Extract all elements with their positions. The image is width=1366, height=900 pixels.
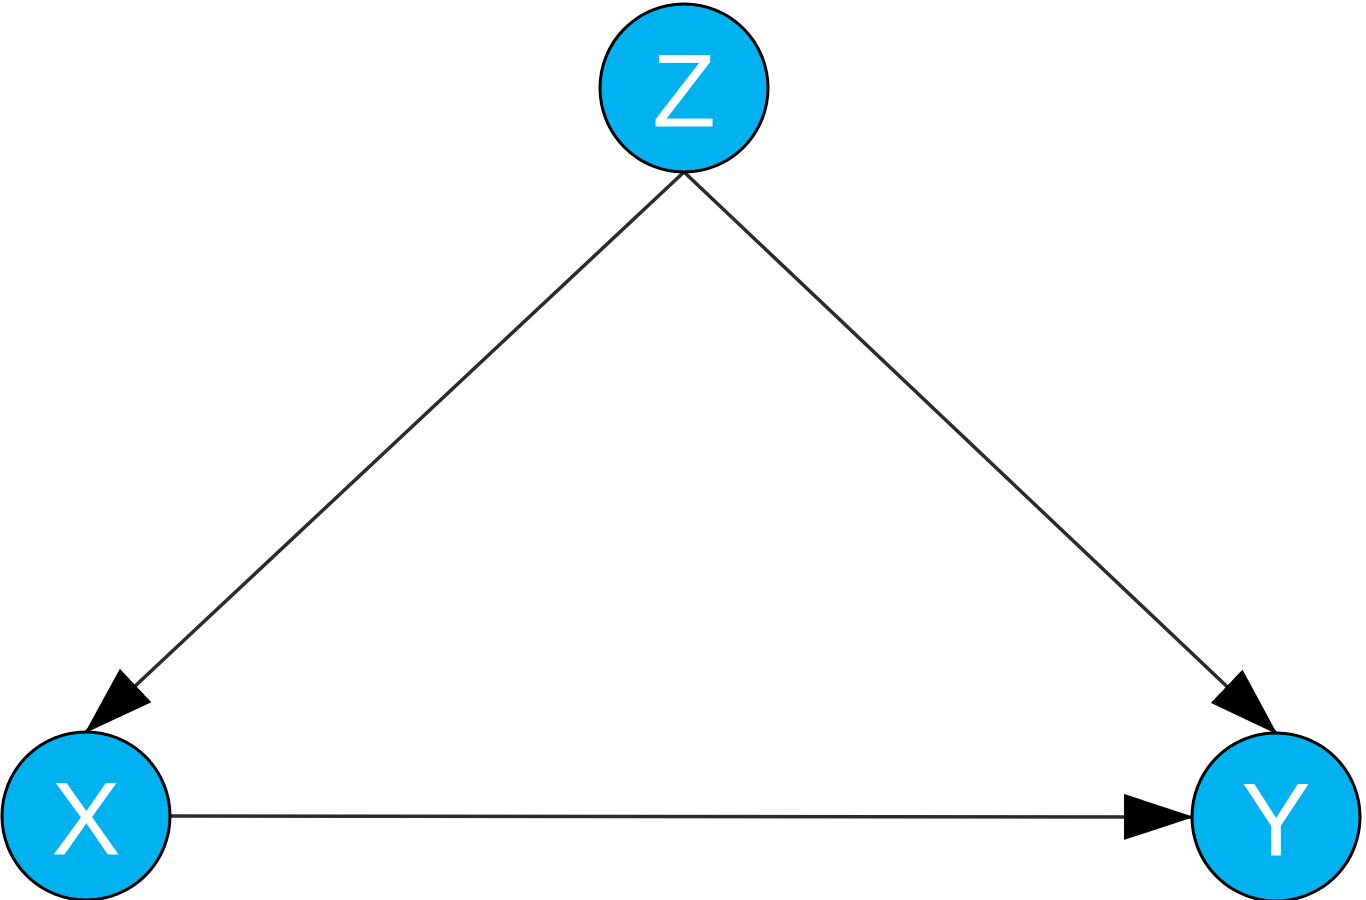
node-circle-z[interactable] [598, 2, 770, 174]
node-x[interactable]: X [0, 730, 172, 900]
node-circle-y[interactable] [1190, 731, 1362, 900]
node-z[interactable]: Z [598, 2, 770, 174]
edge-z-y[interactable] [682, 170, 1278, 735]
node-y[interactable]: Y [1190, 731, 1362, 900]
edge-x-y[interactable] [169, 793, 1194, 840]
edge-z-x[interactable] [84, 170, 686, 734]
node-circle-x[interactable] [0, 730, 172, 900]
